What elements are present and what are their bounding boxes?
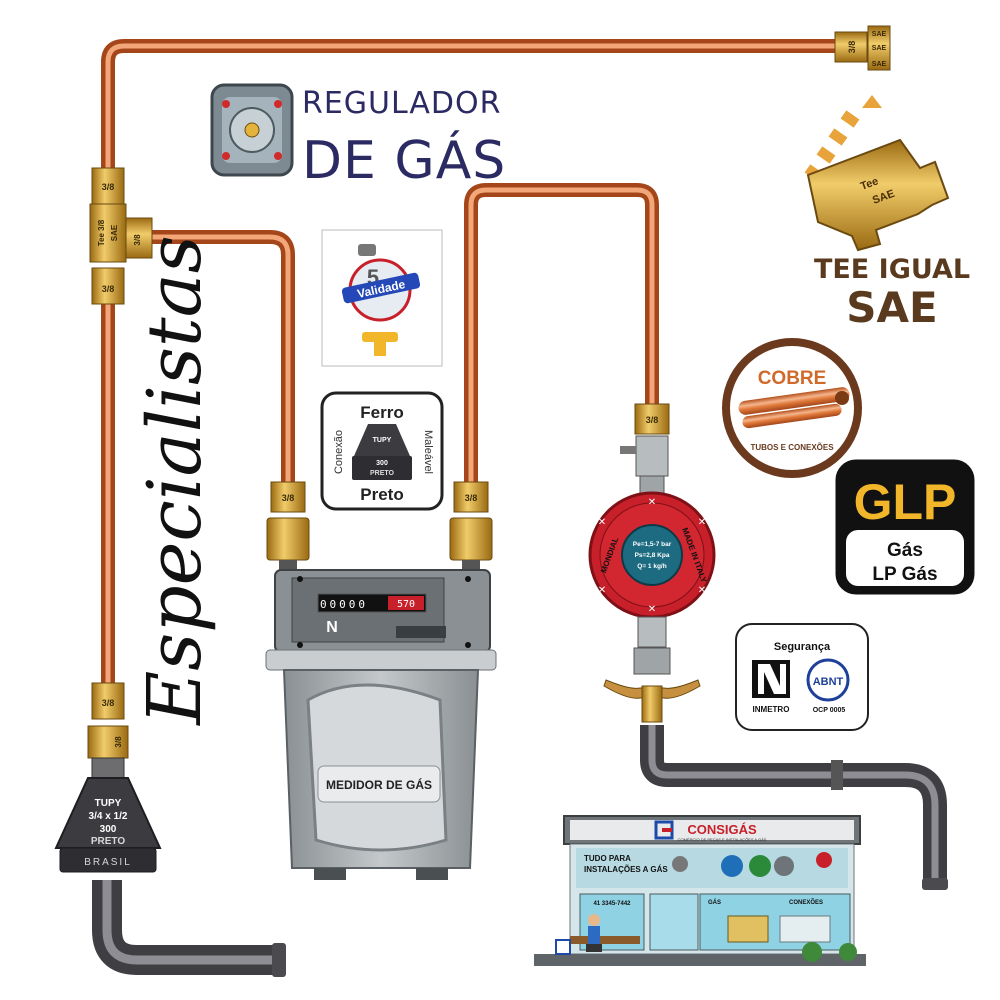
svg-text:INSTALAÇÕES A GÁS: INSTALAÇÕES A GÁS — [584, 865, 668, 874]
svg-text:Ferro: Ferro — [360, 403, 403, 422]
svg-text:OCP 0005: OCP 0005 — [813, 707, 846, 714]
svg-text:3/8: 3/8 — [847, 41, 857, 54]
steel-pipes — [92, 725, 948, 977]
glp-badge: GLP Gás LP Gás — [835, 459, 975, 595]
svg-text:3/8: 3/8 — [465, 493, 478, 503]
svg-text:SAE: SAE — [872, 31, 887, 38]
svg-text:✕: ✕ — [648, 497, 656, 508]
svg-text:TUBOS E CONEXÕES: TUBOS E CONEXÕES — [750, 443, 834, 452]
svg-text:SAE: SAE — [872, 45, 887, 52]
svg-text:✕: ✕ — [598, 585, 606, 596]
svg-text:✕: ✕ — [698, 585, 706, 596]
tee-title-line2: SAE — [846, 283, 937, 332]
lower-left-sae-fittings: 3/8 3/8 — [87, 682, 129, 781]
svg-text:Ps=2,8 Kpa: Ps=2,8 Kpa — [635, 552, 670, 559]
svg-text:3/4 x 1/2: 3/4 x 1/2 — [89, 811, 128, 822]
svg-text:3/8: 3/8 — [102, 182, 115, 192]
svg-text:TUPY: TUPY — [373, 437, 392, 444]
svg-text:PRETO: PRETO — [370, 470, 395, 477]
regulator-inlet-fitting: 3/8 — [620, 403, 670, 497]
svg-text:300: 300 — [376, 460, 388, 467]
especialistas-script: Especialistas — [132, 235, 218, 727]
regulator-title-line2: DE GÁS — [302, 130, 506, 191]
svg-text:CONEXÕES: CONEXÕES — [789, 899, 823, 906]
svg-text:300: 300 — [100, 824, 117, 835]
svg-text:3/8: 3/8 — [114, 736, 123, 748]
svg-text:Q= 1 kg/h: Q= 1 kg/h — [637, 563, 666, 570]
bottom-left-steel-pipe — [92, 880, 278, 975]
meter-digits: 00000 — [320, 598, 368, 611]
meter-inlet-fitting: 3/8 — [266, 481, 310, 574]
tee-sae-illustration: Tee SAE — [804, 95, 950, 252]
gas-meter: 00000 570 N MEDIDOR DE GÁS — [265, 569, 497, 880]
regulator-icon — [210, 83, 294, 177]
svg-text:3/8: 3/8 — [646, 415, 659, 425]
svg-text:✕: ✕ — [598, 517, 606, 528]
regulator-title-line1: REGULADOR — [302, 86, 502, 121]
svg-text:LP Gás: LP Gás — [872, 564, 937, 585]
svg-text:✕: ✕ — [648, 604, 656, 615]
svg-text:INMETRO: INMETRO — [753, 705, 790, 714]
svg-text:COBRE: COBRE — [758, 368, 827, 389]
svg-text:Pe=1,5-7 bar: Pe=1,5-7 bar — [633, 541, 672, 548]
svg-text:TUPY: TUPY — [95, 798, 122, 809]
svg-text:Gás: Gás — [887, 540, 923, 561]
svg-text:3/8: 3/8 — [102, 284, 115, 294]
meter-red-digits: 570 — [397, 599, 415, 610]
validity-seal-card: 5 Validade — [321, 229, 443, 367]
top-right-sae-fitting: 3/8 SAE SAE SAE — [834, 25, 891, 71]
svg-text:3/8: 3/8 — [282, 493, 295, 503]
meter-label: MEDIDOR DE GÁS — [326, 777, 432, 792]
consigas-store: CONSIGÁS COMÉRCIO DE PEÇAS E INSTALAÇÕES… — [534, 815, 866, 966]
svg-text:SAE: SAE — [872, 61, 887, 68]
safety-certification-badge: Segurança INMETRO ABNT OCP 0005 — [735, 623, 869, 731]
svg-text:Maleável: Maleável — [422, 430, 434, 474]
svg-text:COMÉRCIO DE PEÇAS E INSTALAÇÕE: COMÉRCIO DE PEÇAS E INSTALAÇÕES A GÁS — [678, 837, 767, 842]
store-name: CONSIGÁS — [687, 822, 757, 837]
svg-text:Segurança: Segurança — [774, 641, 831, 653]
left-tee-fitting: 3/8 Tee 3/8 SAE 3/8 3/8 — [89, 167, 153, 305]
svg-text:GLP: GLP — [854, 474, 957, 530]
iron-fitting-info-card: Ferro Preto Conexão Maleável TUPY 300 PR… — [320, 391, 444, 511]
inmetro-icon — [752, 660, 790, 698]
pipe-end-cap — [272, 943, 286, 977]
pipe-coupling — [831, 760, 843, 790]
svg-text:Preto: Preto — [360, 485, 403, 504]
tee-title-line1: TEE IGUAL — [814, 254, 970, 285]
pipe-end-cap — [922, 878, 948, 890]
tupy-iron-fitting: TUPY 3/4 x 1/2 300 PRETO BRASIL — [54, 777, 162, 873]
svg-text:TUDO PARA: TUDO PARA — [584, 854, 631, 863]
consigas-logo-icon — [654, 820, 674, 840]
svg-text:PRETO: PRETO — [91, 836, 125, 847]
meter-outlet-fitting: 3/8 — [449, 481, 493, 574]
copper-badge: COBRE TUBOS E CONEXÕES — [722, 338, 862, 478]
svg-text:41 3345-7442: 41 3345-7442 — [593, 901, 631, 907]
svg-text:BRASIL: BRASIL — [84, 857, 132, 868]
regulator-outlet-valve — [603, 616, 701, 723]
copper-pipes — [101, 39, 838, 690]
svg-text:✕: ✕ — [698, 517, 706, 528]
svg-text:SAE: SAE — [110, 224, 119, 241]
svg-text:3/8: 3/8 — [133, 234, 142, 246]
meter-outlet-copper-pipe — [464, 183, 659, 485]
meter-logo-icon: N — [326, 619, 338, 636]
red-pressure-regulator: Pe=1,5-7 bar Ps=2,8 Kpa Q= 1 kg/h MONDIA… — [588, 491, 716, 619]
abnt-icon: ABNT — [806, 658, 850, 702]
svg-text:Tee: Tee — [859, 175, 880, 192]
svg-text:ABNT: ABNT — [813, 676, 844, 688]
svg-text:Conexão: Conexão — [333, 430, 345, 474]
svg-text:3/8: 3/8 — [102, 698, 115, 708]
svg-text:GÁS: GÁS — [708, 899, 721, 906]
person-icon — [586, 914, 602, 952]
svg-text:Tee 3/8: Tee 3/8 — [97, 219, 106, 246]
